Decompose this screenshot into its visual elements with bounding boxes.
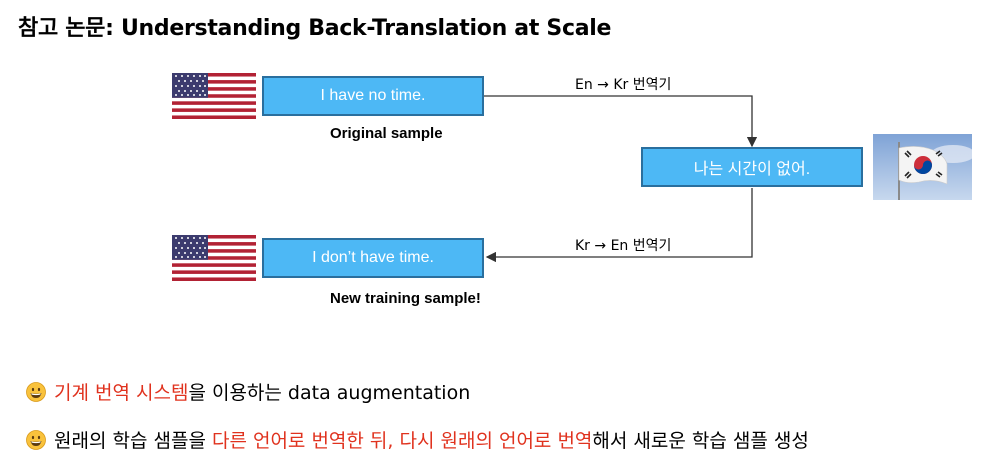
bullet-highlight: 다른 언어로 번역한 뒤, 다시 원래의 언어로 번역 (211, 430, 593, 452)
original-sample-caption: Original sample (330, 125, 443, 142)
bullet-text: 원래의 학습 샘플을 (54, 430, 212, 452)
page-title: 참고 논문: Understanding Back-Translation at… (18, 16, 612, 41)
us-flag-icon (172, 235, 256, 281)
grinning-face-emoji-icon (26, 429, 46, 450)
forward-arrow (484, 95, 758, 148)
bullet-text: 을 이용하는 data augmentation (188, 382, 471, 404)
korea-flag-icon (873, 134, 972, 200)
forward-translator-label: En → Kr 번역기 (575, 77, 672, 93)
korean-sentence-box: 나는 시간이 없어. (641, 147, 863, 187)
backward-translator-label: Kr → En 번역기 (575, 238, 672, 254)
source-sentence-box: I have no time. (262, 76, 484, 116)
grinning-face-emoji-icon (26, 381, 46, 402)
result-sentence-box: I don’t have time. (262, 238, 484, 278)
bullet-highlight: 기계 번역 시스템 (54, 382, 189, 404)
us-flag-icon (172, 73, 256, 119)
new-training-sample-caption: New training sample! (330, 290, 481, 307)
bullet-text: 해서 새로운 학습 샘플 생성 (592, 430, 809, 452)
backward-arrow (485, 188, 753, 263)
